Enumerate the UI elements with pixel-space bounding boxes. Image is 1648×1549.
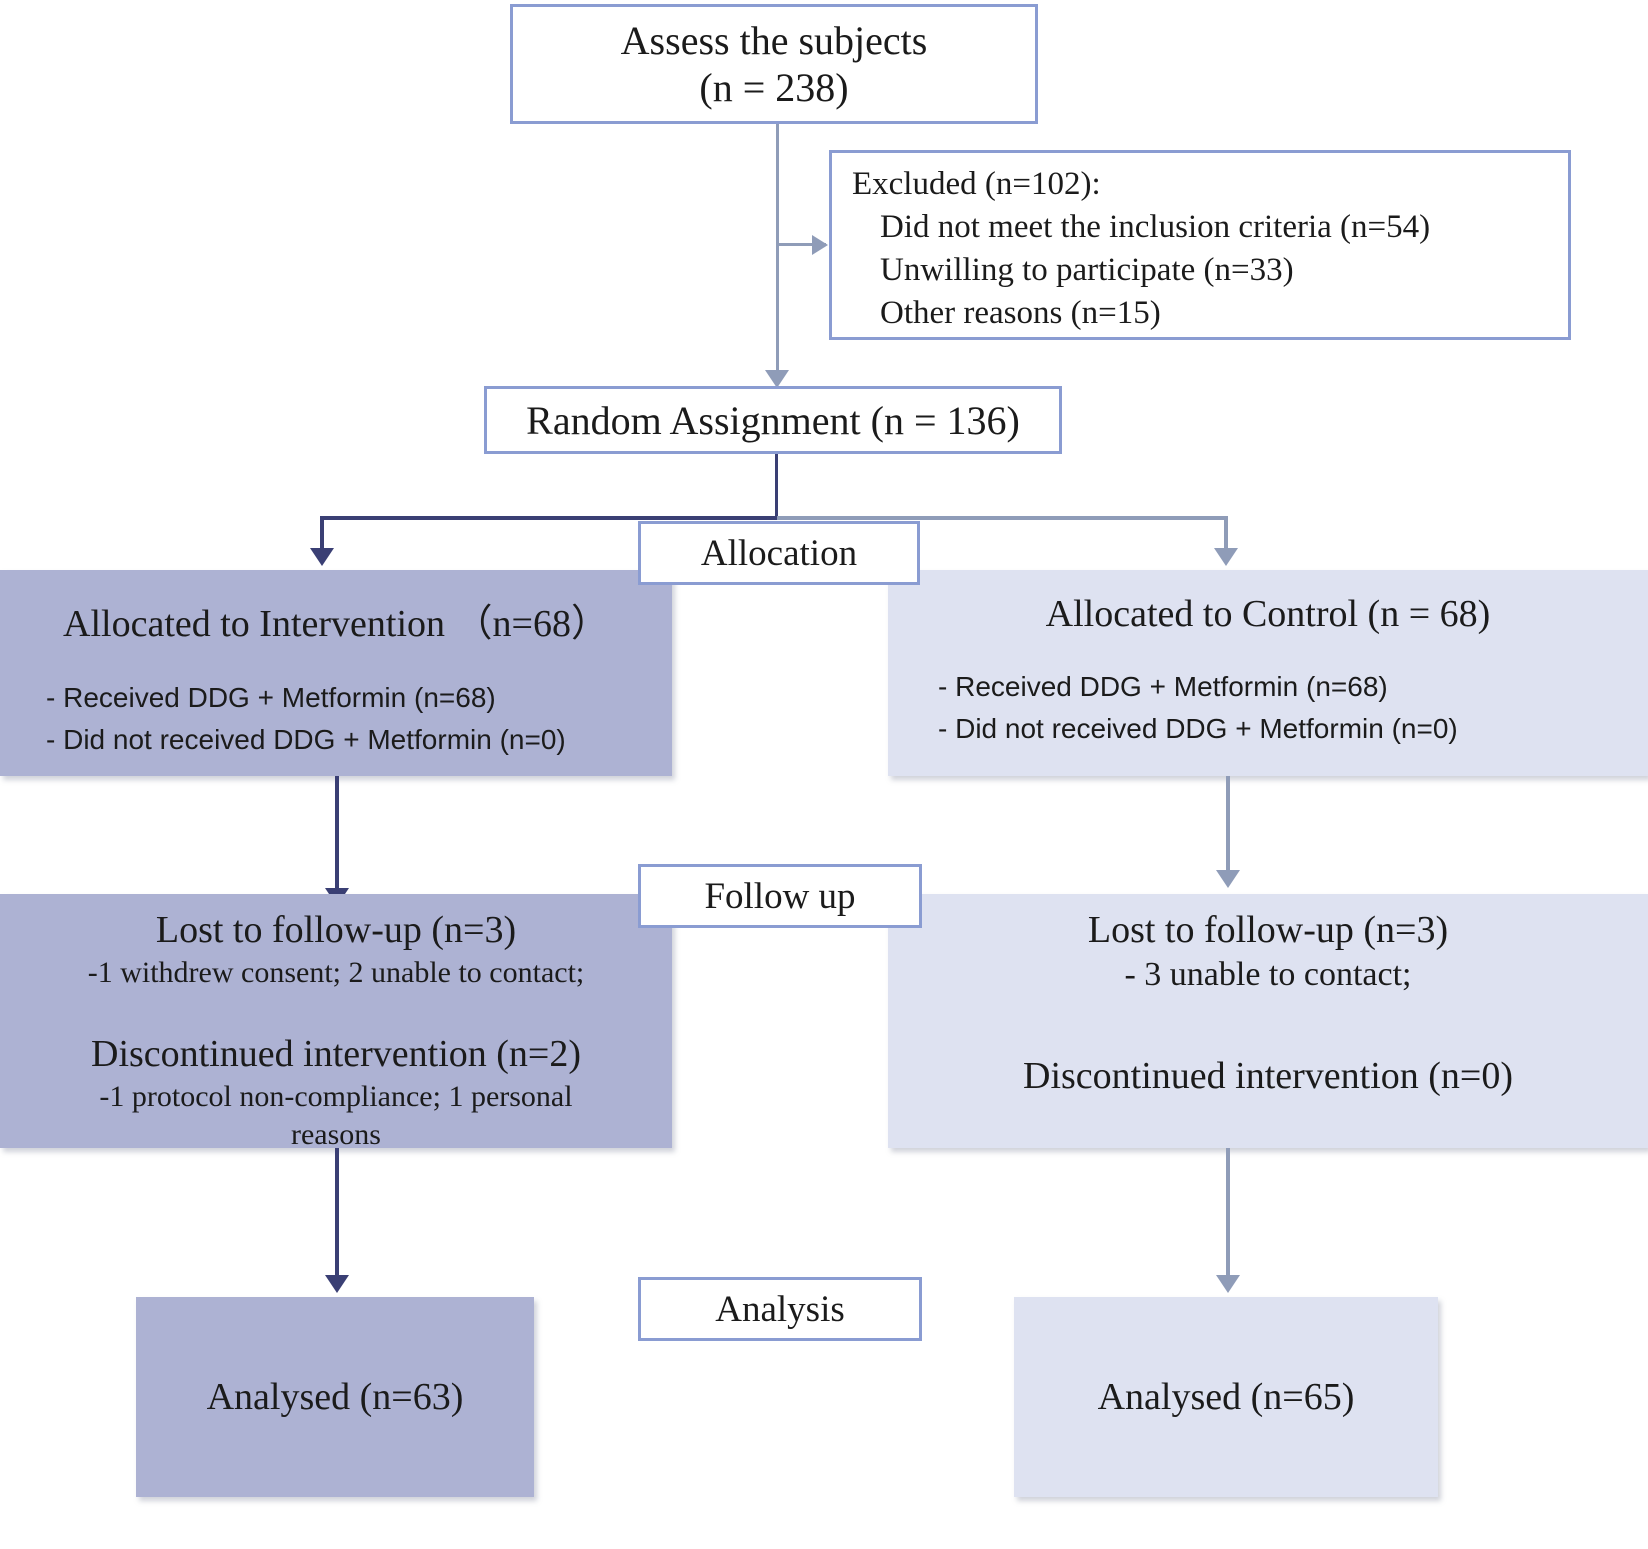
allocated-intervention-bullet-1: - Did not received DDG + Metformin (n=0) (46, 724, 566, 755)
assess-subjects-line2: (n = 238) (699, 65, 849, 110)
followup-intervention-box: Lost to follow-up (n=3) -1 withdrew cons… (0, 894, 672, 1151)
assess-subjects-box: Assess the subjects (n = 238) (510, 4, 1038, 124)
stage-label-analysis: Analysis (638, 1277, 922, 1341)
stage-label-follow-up: Follow up (638, 864, 922, 928)
stage-label-allocation-text: Allocation (700, 532, 858, 574)
arrow-intervention-followup-to-analysis (325, 1275, 349, 1293)
excluded-reason-0: Did not meet the inclusion criteria (n=5… (880, 208, 1431, 245)
stage-label-analysis-text: Analysis (715, 1288, 845, 1330)
arrow-to-excluded (812, 235, 828, 255)
connector-random-drop-left (320, 516, 324, 552)
followup-control-box: Lost to follow-up (n=3) - 3 unable to co… (888, 894, 1648, 1148)
connector-random-drop-right (1224, 516, 1228, 552)
assess-subjects-line1: Assess the subjects (620, 17, 928, 63)
excluded-reason-1: Unwilling to participate (n=33) (880, 251, 1294, 288)
followup-control-lost-title: Lost to follow-up (n=3) (1087, 909, 1449, 951)
allocated-intervention-title: Allocated to Intervention （n=68） (63, 603, 609, 645)
arrow-assess-to-random (765, 370, 789, 388)
connector-control-alloc-to-followup (1226, 776, 1230, 876)
followup-intervention-lost-detail: -1 withdrew consent; 2 unable to contact… (87, 956, 585, 989)
arrow-control-alloc-to-followup (1216, 870, 1240, 888)
stage-label-allocation: Allocation (638, 521, 920, 585)
excluded-header: Excluded (n=102): (852, 166, 1101, 202)
followup-intervention-disc-detail-line1: -1 protocol non-compliance; 1 personal (99, 1080, 573, 1113)
followup-intervention-disc-detail-line2: reasons (291, 1117, 381, 1151)
allocated-control-bullet-1: - Did not received DDG + Metformin (n=0) (938, 713, 1458, 744)
connector-random-branch-left (320, 516, 778, 520)
analysed-intervention-box: Analysed (n=63) (136, 1297, 534, 1497)
connector-intervention-followup-to-analysis (335, 1148, 339, 1282)
allocated-intervention-bullet-0: - Received DDG + Metformin (n=68) (46, 682, 496, 713)
allocated-control-bullet-0: - Received DDG + Metformin (n=68) (938, 671, 1388, 702)
allocated-intervention-box: Allocated to Intervention （n=68） - Recei… (0, 570, 672, 776)
arrow-to-control-allocation (1214, 548, 1238, 566)
allocated-control-title: Allocated to Control (n = 68) (1045, 593, 1491, 635)
arrow-to-intervention-allocation (310, 548, 334, 566)
analysed-control-box: Analysed (n=65) (1014, 1297, 1438, 1497)
random-assignment-label: Random Assignment (n = 136) (526, 397, 1020, 443)
connector-assess-to-random (776, 124, 779, 374)
analysed-intervention-label: Analysed (n=63) (206, 1376, 464, 1418)
allocated-control-box: Allocated to Control (n = 68) - Received… (888, 570, 1648, 776)
random-assignment-box: Random Assignment (n = 136) (484, 386, 1062, 454)
analysed-control-label: Analysed (n=65) (1097, 1376, 1355, 1418)
connector-intervention-alloc-to-followup (335, 776, 339, 894)
followup-intervention-lost-title: Lost to follow-up (n=3) (155, 909, 517, 951)
stage-label-follow-up-text: Follow up (704, 875, 856, 917)
excluded-box: Excluded (n=102): Did not meet the inclu… (829, 150, 1571, 340)
connector-random-branch-right (777, 516, 1227, 520)
followup-intervention-disc-title: Discontinued intervention (n=2) (91, 1033, 581, 1075)
followup-control-lost-detail: - 3 unable to contact; (1124, 956, 1412, 993)
connector-control-followup-to-analysis (1226, 1148, 1230, 1282)
excluded-reason-2: Other reasons (n=15) (880, 294, 1161, 331)
connector-to-excluded (776, 243, 826, 246)
connector-random-stem (775, 454, 778, 518)
arrow-control-followup-to-analysis (1216, 1275, 1240, 1293)
followup-control-disc-title: Discontinued intervention (n=0) (1023, 1055, 1513, 1097)
